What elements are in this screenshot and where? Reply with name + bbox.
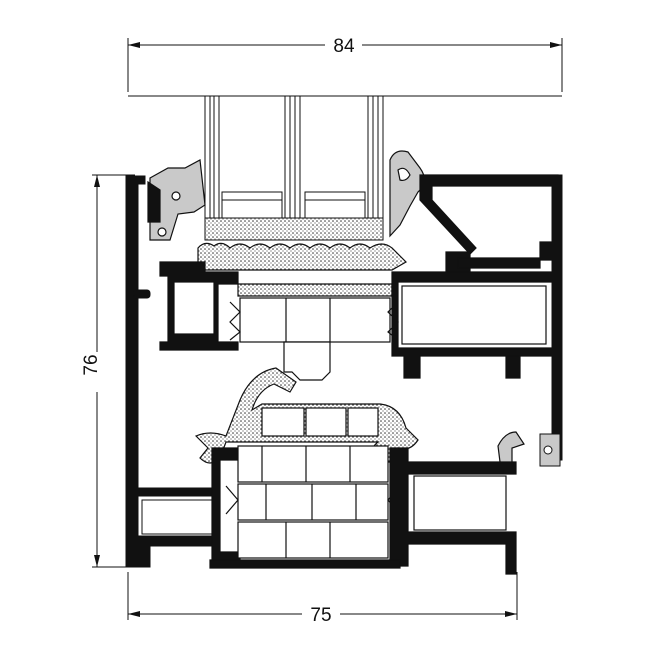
glazing-gasket-inner (389, 150, 426, 238)
thermal-break-upper (229, 297, 399, 343)
thermal-break-lower (225, 445, 401, 559)
dimension-left-height (92, 174, 135, 568)
glass-pane-3 (367, 96, 384, 240)
glass-pane-1 (204, 96, 220, 240)
glazing-bead-gasket (197, 242, 407, 271)
dimension-top-width-label: 84 (333, 36, 355, 57)
dimension-bottom-width-label: 75 (310, 605, 331, 626)
sill-inner-chambers (261, 407, 379, 437)
sealant (204, 217, 384, 241)
outer-frame-right (539, 174, 563, 467)
sash-drip-leg (283, 341, 331, 381)
glazing-gasket-outer (147, 159, 206, 241)
glazing-unit (128, 95, 562, 241)
spacer-2 (304, 191, 366, 219)
glass-pane-2 (284, 96, 301, 240)
frame-sill-profile (194, 367, 525, 575)
dimension-top-width (127, 38, 563, 92)
spacer-1 (221, 191, 283, 219)
dimension-left-height-label: 76 (81, 354, 102, 375)
dimension-bottom-width (127, 572, 518, 620)
outer-frame-left (125, 175, 213, 568)
sash-profile (159, 174, 561, 381)
